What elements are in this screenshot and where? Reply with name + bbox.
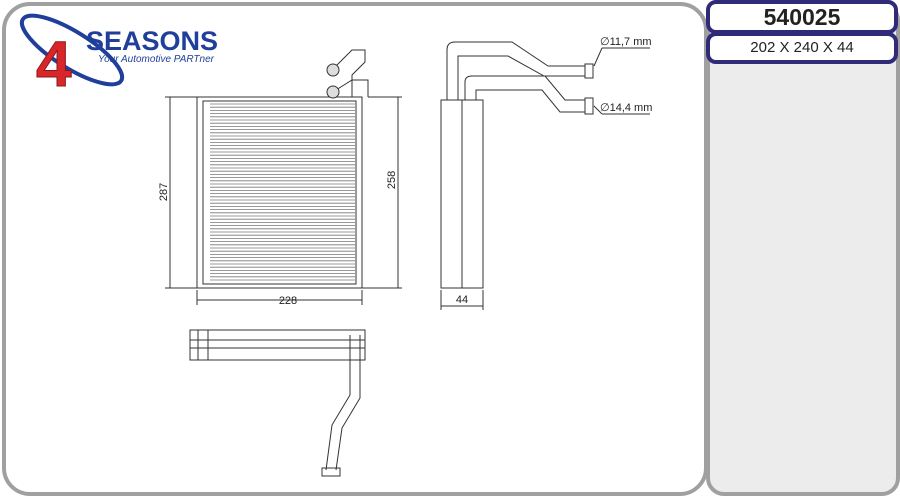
brand-logo: 4 SEASONS Your Automotive PARTner	[19, 13, 218, 101]
product-dimensions: 202 X 240 X 44	[706, 32, 898, 64]
width-label: 228	[279, 295, 297, 307]
pipe-diameter-1: ∅11,7 mm	[600, 36, 652, 48]
depth-label: 44	[456, 294, 468, 306]
front-view	[165, 49, 402, 305]
pipe-diameter-2: ∅14,4 mm	[600, 102, 652, 114]
logo-tagline: Your Automotive PARTner	[98, 54, 215, 65]
logo-numeral: 4	[36, 28, 72, 100]
bottom-view	[189, 329, 366, 477]
side-view	[440, 41, 650, 310]
height-overall-label: 287	[158, 183, 170, 201]
info-panel	[706, 2, 900, 496]
height-core-label: 258	[386, 171, 398, 189]
logo-brand: SEASONS	[86, 26, 218, 56]
